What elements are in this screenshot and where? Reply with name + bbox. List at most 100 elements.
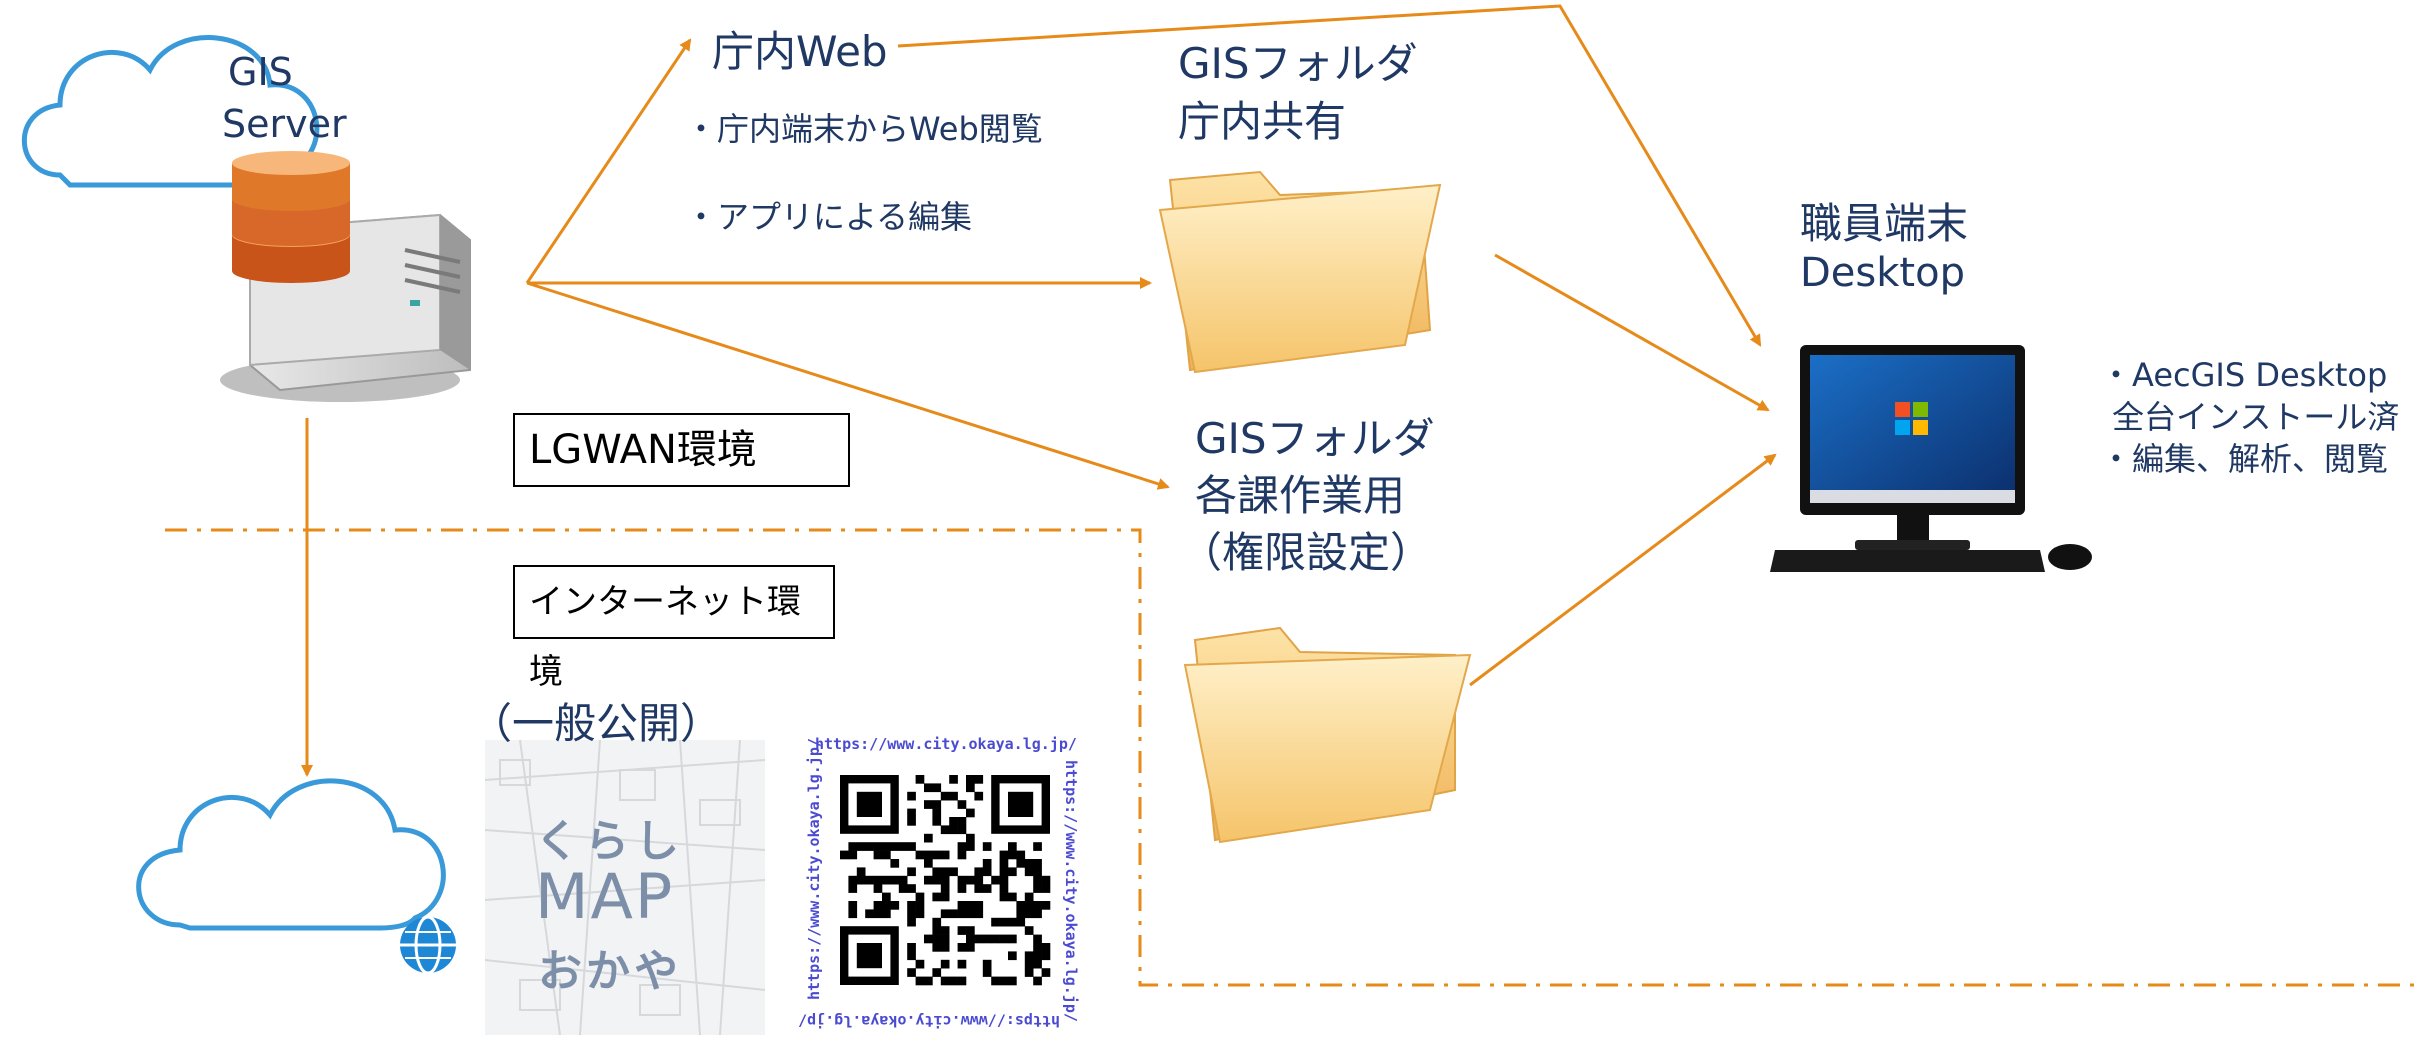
qr-module [982,959,992,969]
shared-folder-icon [1158,170,1442,374]
qr-module [966,833,975,843]
qr-module [907,842,916,851]
qr-module [1016,850,1026,860]
shared-folder-line2: 庁内共有 [1178,97,1347,146]
qr-module [848,901,858,910]
qr-module [974,791,984,801]
qr-module [940,867,950,877]
qr-module [882,892,891,902]
qr-module [1024,867,1034,877]
server-label-line1: GIS [228,50,293,94]
qr-module [999,867,1009,877]
qr-module [999,917,1009,927]
qr-module [915,901,925,910]
qr-module [1033,867,1042,877]
qr-module [1008,842,1017,851]
qr-module [999,884,1009,893]
qr-module [915,775,925,784]
qr-module [999,859,1009,868]
qr-module [907,791,916,801]
flow-arrows [301,4,1777,777]
qr-module [932,943,942,952]
mouse [2048,544,2092,570]
qr-module [932,892,942,902]
qr-module [949,775,958,784]
qr-module [940,926,950,935]
qr-module [974,901,984,910]
qr-module [957,800,967,809]
qr-module [907,943,916,952]
qr-module [1024,901,1034,910]
qr-module [982,884,992,893]
desktop-title-line2: Desktop [1800,250,1965,296]
qr-module [848,850,858,860]
qr-module [907,808,916,818]
qr-module [1041,968,1051,977]
desktop-note-3: ・編集、解析、閲覧 [2100,440,2389,478]
qr-module [1016,909,1026,919]
qr-module [882,850,891,860]
qr-module [907,968,916,977]
qr-module [898,875,908,885]
arrow-shared-folder-to-desktop [1494,253,1770,412]
qr-module [932,968,942,977]
qr-module [957,976,967,986]
qr-module [999,976,1009,986]
section-folder-line1: GISフォルダ [1195,414,1435,463]
qr-module [974,875,984,885]
qr-module [957,901,967,910]
qr-module [865,875,874,885]
qr-module [940,875,950,885]
map-logo-line1: くらし [535,816,685,867]
arrow-server-to-web [525,38,692,284]
qr-module [1041,875,1051,885]
qr-module [924,783,933,793]
qr-module [1024,951,1034,961]
qr-url-top: https://www.city.okaya.lg.jp/ [815,735,1077,753]
qr-module [940,850,950,860]
qr-module [1008,934,1017,944]
qr-url-left: https://www.city.okaya.lg.jp/ [805,738,823,1000]
section-folder-line3: （権限設定） [1180,528,1433,577]
qr-module [949,817,958,826]
qr-module [966,934,975,944]
intra-web-bullet-2: ・アプリによる編集 [685,198,973,236]
lgwan-internet-boundary [165,528,2420,987]
qr-module [848,875,858,885]
qr-module [1033,901,1042,910]
qr-module [865,909,874,919]
qr-module [1008,867,1017,877]
qr-module [907,909,916,919]
qr-module [982,859,992,868]
qr-module [940,934,950,944]
qr-module [966,783,975,793]
qr-module [949,791,958,801]
qr-module [1008,850,1017,860]
server-label-line2: Server [222,102,347,146]
qr-module [1033,859,1042,868]
qr-module [949,976,958,986]
qr-module [1033,976,1042,986]
qr-module [932,934,942,944]
database-stack [232,151,350,283]
qr-module [974,867,984,877]
qr-module [1041,901,1051,910]
qr-module [856,867,866,877]
qr-module [882,901,891,910]
qr-module [982,842,992,851]
qr-module [873,909,883,919]
qr-module [890,901,900,910]
qr-module [873,875,883,885]
qr-module [848,884,858,893]
qr-module [974,884,984,893]
map-logo-line2: MAP [535,860,675,933]
qr-module [991,917,1000,927]
qr-module [882,842,891,851]
qr-module [924,833,933,843]
qr-module [991,976,1000,986]
kurashi-map-logo [484,739,766,1036]
qr-module [966,926,975,935]
qr-module [957,817,967,826]
qr-module [915,909,925,919]
qr-module [915,959,925,969]
